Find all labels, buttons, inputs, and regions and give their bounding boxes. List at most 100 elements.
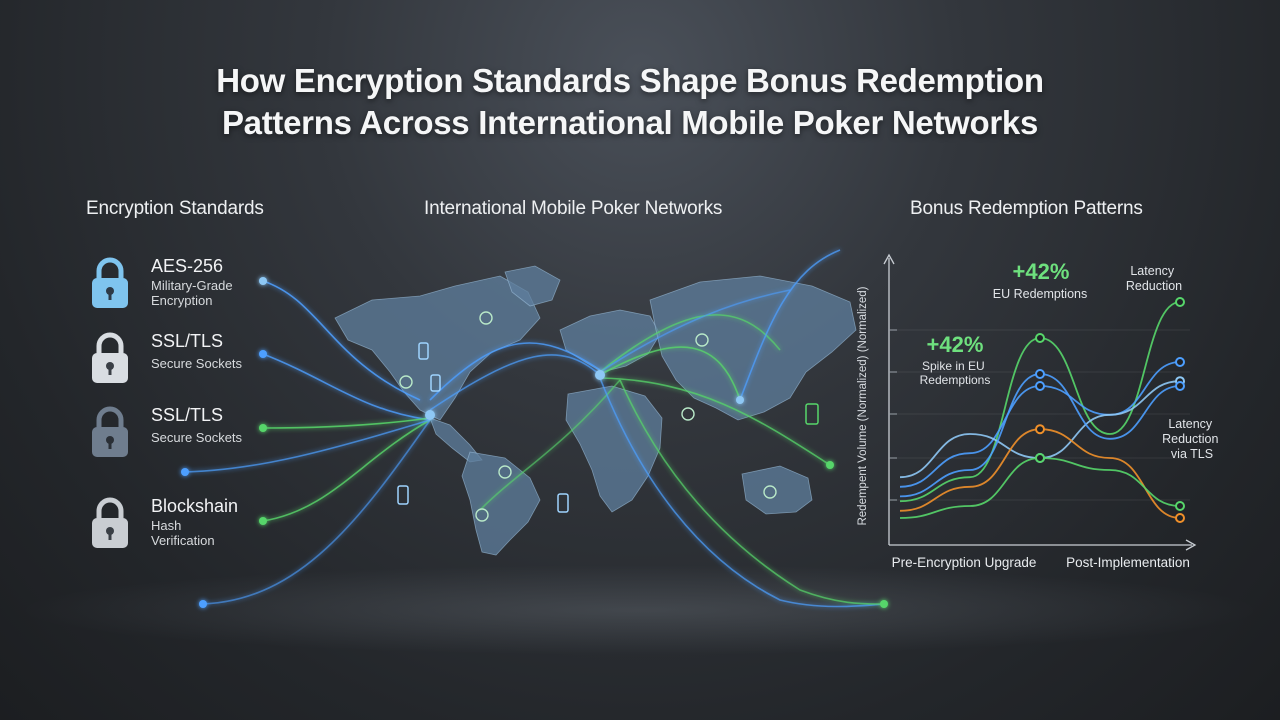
bonus-redemption-heading: Bonus Redemption Patterns [910,198,1143,219]
network-nodes [181,277,888,608]
series-0-point-4 [1175,297,1185,307]
page-title: How Encryption Standards Shape Bonus Red… [0,60,1260,144]
poker-chip-icon [479,311,493,325]
poker-chip-markers [399,311,777,522]
lock-shackle [96,257,124,280]
phone-icon [557,493,569,513]
y-axis-arrow [883,253,895,265]
continent-asia [649,275,857,421]
annotation-text-part: Latency [1168,417,1213,431]
phone-icon [805,403,819,425]
connection-line [202,419,431,605]
poker-chip-icon [498,465,512,479]
continent-greenland [504,265,561,307]
connection-line [262,353,431,421]
annotation-text: Spike in EU Redemptions [920,359,991,387]
encryption-subtitle: Military-Grade Encryption [151,278,233,308]
encryption-title: Blockshain [151,496,239,516]
connection-line [599,377,885,608]
series-3-point-2 [1035,424,1045,435]
y-axis-label: Redempent Volume (Normalized) (Normalize… [857,286,869,525]
encryption-item-aes: AES-256 Military-Grade Encryption [90,254,290,314]
x-tick-label-start: Pre-Encryption Upgrade [892,555,1037,570]
poker-networks-heading: International Mobile Poker Networks [424,198,723,219]
connection-line [599,346,741,401]
title-line-2: Patterns Across International Mobile Pok… [221,104,1039,141]
connection-line [619,379,885,605]
continent-north-america [334,275,541,421]
node-dot [259,517,267,525]
poker-chip-icon [681,407,695,421]
lock-keyhole-slot [108,367,112,375]
poker-chip-icon [399,375,413,389]
lock-keyhole [106,527,114,535]
mobile-phone-markers [397,342,819,513]
connection-line [262,417,431,429]
node-dot [826,461,834,469]
node-dot [199,600,207,608]
connection-line [739,249,841,401]
connection-line [184,419,431,473]
series-5-point-2 [1035,369,1045,379]
lock-icon [92,332,128,383]
encryption-subtitle: Hash Verification [151,518,215,548]
node-dot [259,277,267,285]
annotation-text-part: Redemptions [920,373,991,387]
encryption-item-blockchain: Blockshain Hash Verification [90,494,290,554]
connection-line [262,280,421,401]
series-5-point-4 [1175,381,1185,391]
annotation-text-part: Spike in EU [922,359,985,373]
phone-icon [397,485,409,505]
connection-line [479,379,621,511]
connection-line [429,354,601,411]
connection-line [599,377,831,466]
lock-icon [92,257,128,308]
encryption-item-ssl-tls-1: SSL/TLS Secure Sockets [90,329,290,389]
node-dot [181,468,189,476]
title-line-1: How Encryption Standards Shape Bonus Red… [216,62,1044,99]
connection-line [599,314,781,373]
encryption-subtitle: Secure Sockets [151,356,243,371]
phone-icon [430,374,441,392]
x-tick-label-end: Post-Implementation [1066,555,1190,570]
chart-ticks [889,329,897,501]
annotation-text-part: Reduction [1162,432,1218,446]
poker-chip-icon [475,508,489,522]
chart-series-group [899,297,1185,523]
continent-africa [565,385,663,513]
series-1-point-2 [1035,381,1045,391]
lock-shackle [96,332,124,355]
encryption-title: SSL/TLS [151,331,224,351]
lock-keyhole-slot [108,532,112,540]
lock-icon [92,497,128,548]
series-4-point-2 [1035,453,1045,463]
lock-keyhole [106,362,114,370]
series-line-4 [899,457,1181,519]
node-dot [259,350,267,358]
x-axis-arrow [1185,539,1197,551]
connection-line [262,419,431,522]
lock-keyhole-slot [108,441,112,449]
annotation-text: Latency Reduction [1126,264,1182,293]
encryption-title: AES-256 [151,256,224,276]
series-4-point-4 [1175,501,1185,511]
lock-shackle [96,406,124,429]
connection-line [429,342,601,401]
continent-europe [559,309,661,373]
series-1-point-4 [1175,357,1185,367]
connection-line [599,289,791,373]
annotation-value: +42% [1013,259,1070,284]
lock-shackle [96,497,124,520]
poker-chip-icon [695,333,709,347]
encryption-item-ssl-tls-2: SSL/TLS Secure Sockets [90,403,290,463]
poker-chip-icon [763,485,777,499]
floor-glow [20,565,1260,655]
node-dot [425,410,435,420]
series-line-3 [899,428,1181,519]
annotation-text: EU Redemptions [993,287,1088,301]
annotation-text-part: via TLS [1171,447,1213,461]
encryption-subtitle: Secure Sockets [151,430,243,445]
encryption-title: SSL/TLS [151,405,224,425]
annotation-text-part: Reduction [1126,279,1182,293]
